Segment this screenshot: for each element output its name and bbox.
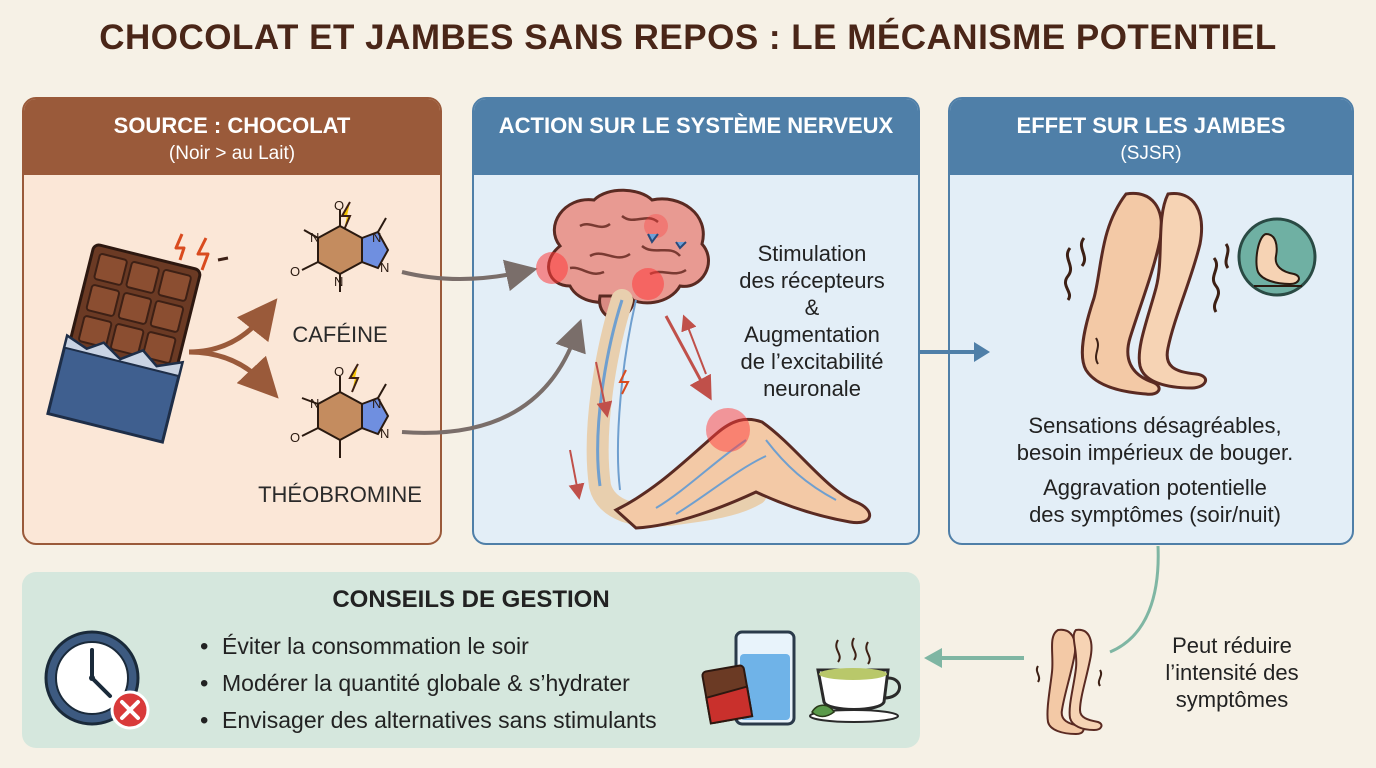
calm-legs-icon [1035, 628, 1103, 736]
source-panel-header: SOURCE : CHOCOLAT (Noir > au Lait) [24, 99, 440, 175]
legs-effect-text-1: Sensations désagréables, besoin impérieu… [990, 412, 1320, 466]
prohibited-icon [110, 690, 150, 730]
lightning-icon [174, 233, 229, 271]
nervous-system-panel-header: ACTION SUR LE SYSTÈME NERVEUX [474, 99, 918, 175]
nervous-text-line: des récepteurs [739, 268, 885, 293]
legs-text-line: Sensations désagréables, [1028, 413, 1282, 438]
caffeine-label: CAFÉINE [292, 322, 388, 347]
legs-effect-panel-header: EFFET SUR LES JAMBES (SJSR) [950, 99, 1352, 175]
nervous-text-line: de l’excitabilité [740, 349, 884, 374]
legs-effect-subheading: (SJSR) [1120, 143, 1182, 164]
atom-label: N [372, 230, 381, 245]
tips-heading: CONSEILS DE GESTION [332, 586, 610, 613]
relief-text-line: l’intensité des [1165, 660, 1299, 685]
atom-label: N [334, 274, 343, 289]
nervous-text-line: Augmentation [744, 322, 880, 347]
relief-to-tips-arrow [924, 648, 1024, 668]
tip-item: Éviter la consommation le soir [200, 628, 657, 665]
tea-cup-icon [809, 637, 901, 723]
atom-label: N [310, 230, 319, 245]
atom-label: O [334, 198, 344, 213]
nervous-text-line: & [804, 295, 820, 320]
atom-label: N [380, 426, 389, 441]
foot-badge-icon [1237, 217, 1317, 297]
atom-label: N [372, 396, 381, 411]
tip-item: Modérer la quantité globale & s’hydrater [200, 665, 657, 702]
relief-text-line: symptômes [1175, 687, 1289, 712]
atom-label: N [310, 396, 319, 411]
theobromine-molecule-icon: O O N N N [290, 363, 389, 458]
tip-item: Envisager des alternatives sans stimulan… [200, 702, 657, 739]
clock-icon [44, 630, 150, 730]
legs-text-line: des symptômes (soir/nuit) [1029, 502, 1281, 527]
restless-legs-icon [1063, 191, 1230, 396]
legs-text-line: Aggravation potentielle [1043, 475, 1267, 500]
nervous-system-text: Stimulation des récepteurs & Augmentatio… [712, 240, 912, 402]
caffeine-molecule-icon: O O N N N N [290, 198, 389, 292]
nervous-system-heading: ACTION SUR LE SYSTÈME NERVEUX [498, 113, 894, 138]
atom-label: N [380, 260, 389, 275]
chocolate-and-water-icon [701, 630, 796, 726]
nervous-text-line: neuronale [763, 376, 861, 401]
relief-text-line: Peut réduire [1172, 633, 1292, 658]
spinal-cord-and-leg-icon [568, 289, 871, 530]
relief-text: Peut réduire l’intensité des symptômes [1132, 632, 1332, 713]
atom-label: O [290, 430, 300, 445]
atom-label: O [334, 364, 344, 379]
source-subheading: (Noir > au Lait) [168, 143, 296, 164]
page-title: CHOCOLAT ET JAMBES SANS REPOS : LE MÉCAN… [99, 18, 1277, 57]
atom-label: O [290, 264, 300, 279]
legs-effect-heading: EFFET SUR LES JAMBES [1016, 113, 1286, 138]
legs-text-line: besoin impérieux de bouger. [1016, 440, 1294, 465]
nervous-text-line: Stimulation [757, 241, 867, 266]
theobromine-label: THÉOBROMINE [258, 482, 422, 507]
source-heading: SOURCE : CHOCOLAT [113, 113, 351, 138]
molecule-to-brain-arrows [401, 259, 586, 435]
chocolate-bar-icon [46, 243, 202, 444]
nervous-to-legs-arrow [920, 342, 990, 362]
relief-connector-arrow [1109, 545, 1160, 654]
tips-list: Éviter la consommation le soir Modérer l… [200, 628, 657, 739]
branch-arrows-icon [188, 298, 279, 399]
legs-effect-text-2: Aggravation potentielle des symptômes (s… [990, 474, 1320, 528]
